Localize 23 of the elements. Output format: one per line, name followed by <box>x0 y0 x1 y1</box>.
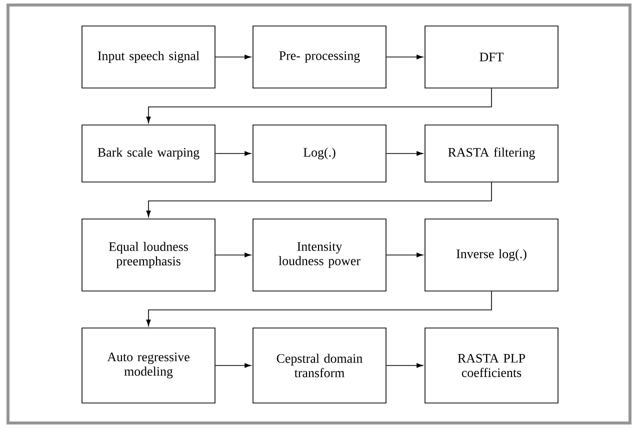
arrow <box>386 151 424 156</box>
arrow <box>146 291 492 326</box>
process-box: Input speech signal <box>82 26 216 88</box>
arrow <box>146 182 492 218</box>
process-box: Inverse log(.) <box>424 218 558 292</box>
process-box: Equal loudness preemphasis <box>82 218 216 292</box>
arrow <box>386 54 424 60</box>
arrow <box>386 252 424 258</box>
process-box: Cepstral domain transform <box>252 328 386 404</box>
process-box: RASTA PLP coefficients <box>424 328 558 404</box>
arrow <box>215 252 252 258</box>
arrow <box>215 151 252 156</box>
process-box: Pre- processing <box>252 26 386 88</box>
process-box: Log(.) <box>252 124 386 182</box>
process-box: Auto regressive modeling <box>82 328 216 404</box>
arrow <box>386 363 424 368</box>
arrow <box>215 54 252 60</box>
process-box: RASTA filtering <box>424 124 558 182</box>
process-box: Intensity loudness power <box>252 218 386 292</box>
process-box: DFT <box>424 26 558 88</box>
arrow <box>215 363 252 368</box>
process-box: Bark scale warping <box>82 124 216 182</box>
arrow <box>146 88 492 124</box>
